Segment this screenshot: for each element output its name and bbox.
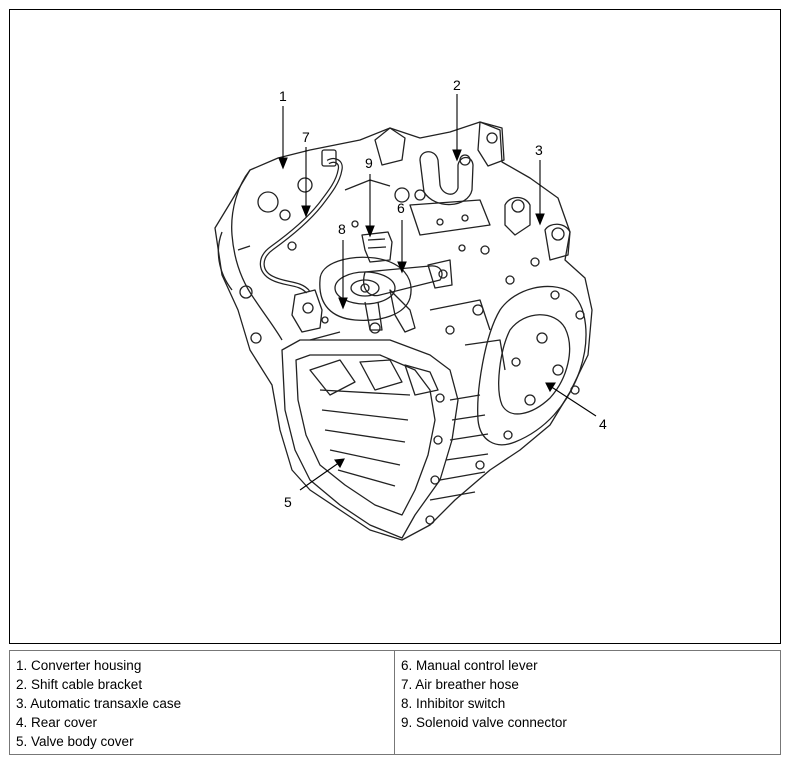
solenoid-valve-connector	[361, 231, 393, 263]
legend-item: 7. Air breather hose	[401, 677, 519, 692]
callout-2: 2	[453, 77, 461, 93]
callout-5: 5	[284, 494, 292, 510]
legend-column-left: 1. Converter housing 2. Shift cable brac…	[10, 651, 395, 754]
valve-body-cover	[281, 339, 459, 539]
callout-7: 7	[302, 129, 310, 145]
callout-6: 6	[397, 200, 405, 216]
legend-item: 2. Shift cable bracket	[16, 677, 143, 692]
callout-4: 4	[599, 416, 607, 432]
legend-item: 8. Inhibitor switch	[401, 696, 506, 711]
legend-table: 1. Converter housing 2. Shift cable brac…	[9, 650, 781, 755]
legend-item: 9. Solenoid valve connector	[401, 715, 567, 730]
legend-item: 6. Manual control lever	[401, 658, 538, 673]
legend-item: 5. Valve body cover	[16, 734, 134, 749]
transaxle-outline	[214, 121, 593, 541]
legend-item: 1. Converter housing	[16, 658, 142, 673]
manual-control-lever	[363, 265, 443, 297]
callout-8: 8	[338, 221, 346, 237]
callout-3: 3	[535, 142, 543, 158]
transaxle-illustration: 1 2 3 4 5 6 7 8 9	[214, 77, 607, 541]
legend-item: 4. Rear cover	[16, 715, 98, 730]
callout-9: 9	[365, 155, 373, 171]
rear-cover	[477, 285, 587, 446]
callout-1: 1	[279, 88, 287, 104]
inhibitor-switch	[319, 256, 412, 321]
shift-cable-bracket	[419, 151, 474, 206]
diagram-frame: 1 2 3 4 5 6 7 8 9	[9, 9, 781, 644]
legend-item: 3. Automatic transaxle case	[16, 696, 182, 711]
leader-lines	[278, 94, 597, 491]
legend-column-right: 6. Manual control lever 7. Air breather …	[395, 651, 780, 754]
converter-housing	[231, 169, 283, 341]
